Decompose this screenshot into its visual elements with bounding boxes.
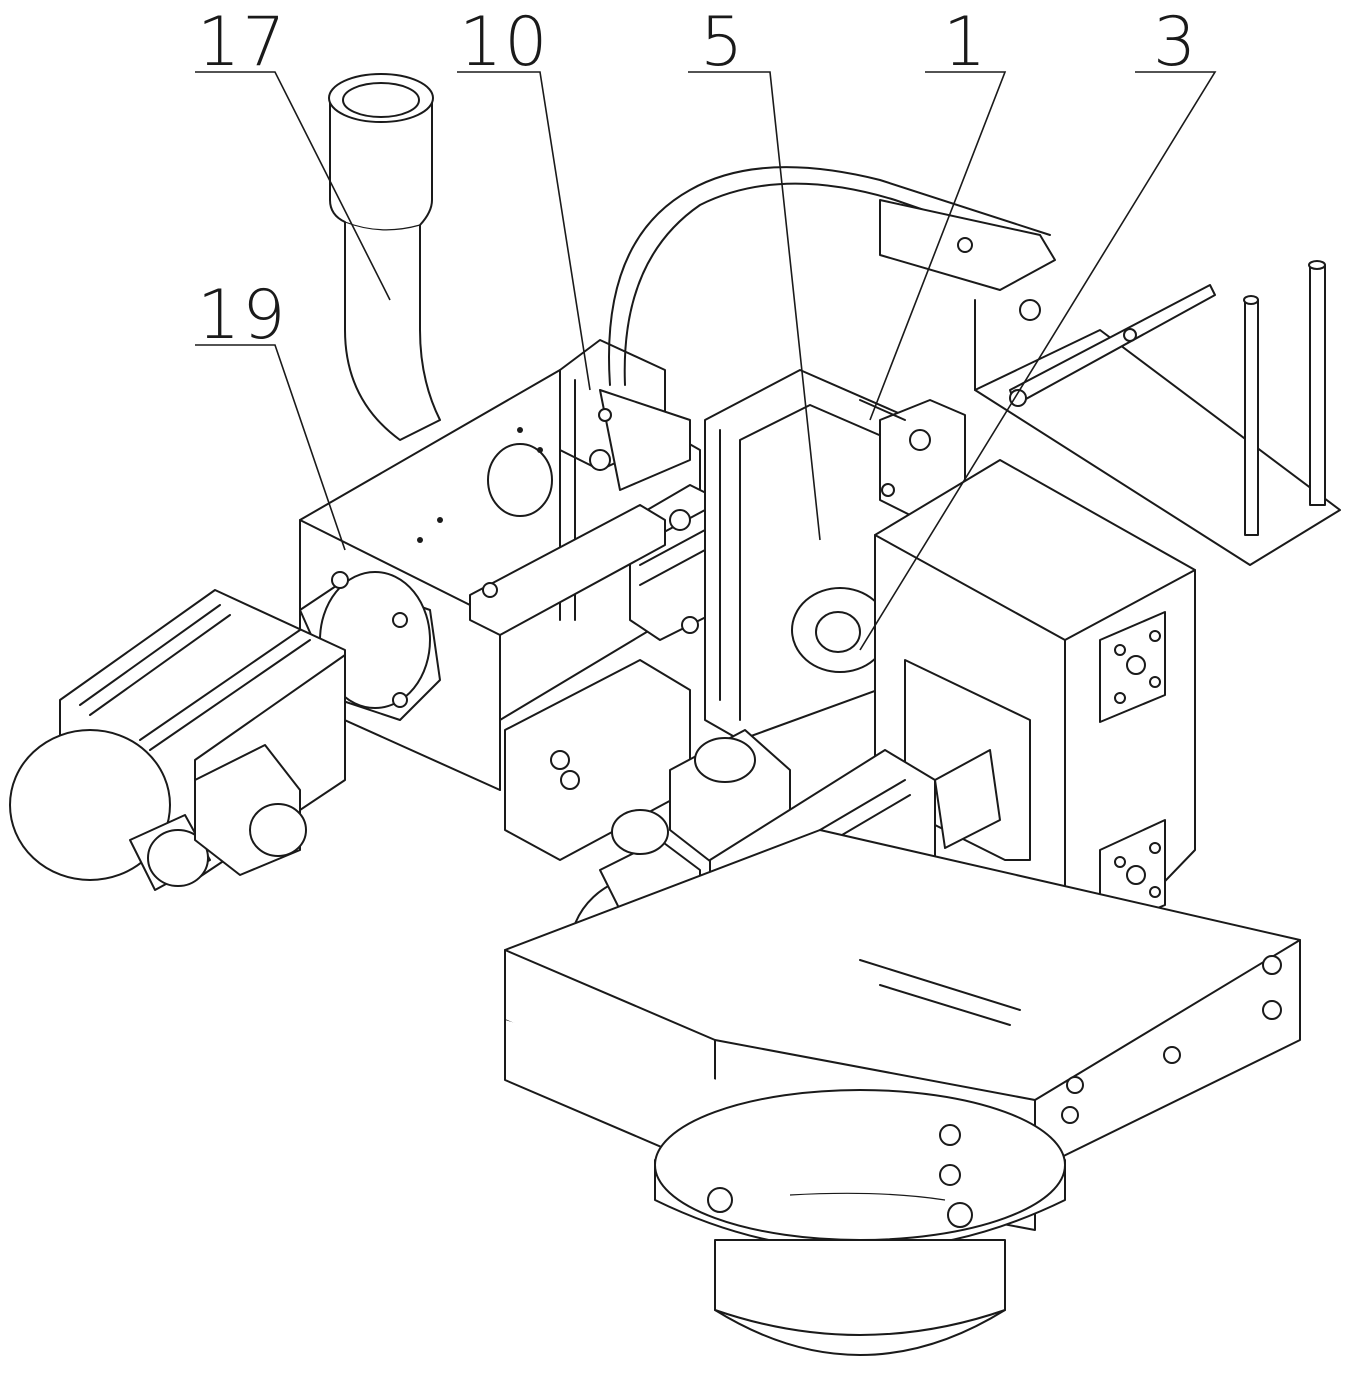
bracket-part-10: [559, 166, 1056, 621]
callout-labels: 17 10 5 1 3 19: [197, 3, 1198, 355]
callout-3: 3: [1153, 3, 1198, 82]
callout-5: 5: [700, 3, 745, 82]
callout-1: 1: [943, 3, 988, 82]
leader-lines: [195, 71, 1217, 651]
callout-17: 17: [197, 3, 288, 82]
pipe-part-17: [328, 73, 441, 441]
left-motor: [9, 571, 441, 891]
rod-frame: [974, 260, 1341, 566]
rotary-base: [654, 1089, 1066, 1356]
pneumatic-cylinder: [469, 484, 721, 641]
callout-19: 19: [197, 276, 288, 355]
right-column: [874, 459, 1196, 986]
callout-10: 10: [459, 3, 550, 82]
